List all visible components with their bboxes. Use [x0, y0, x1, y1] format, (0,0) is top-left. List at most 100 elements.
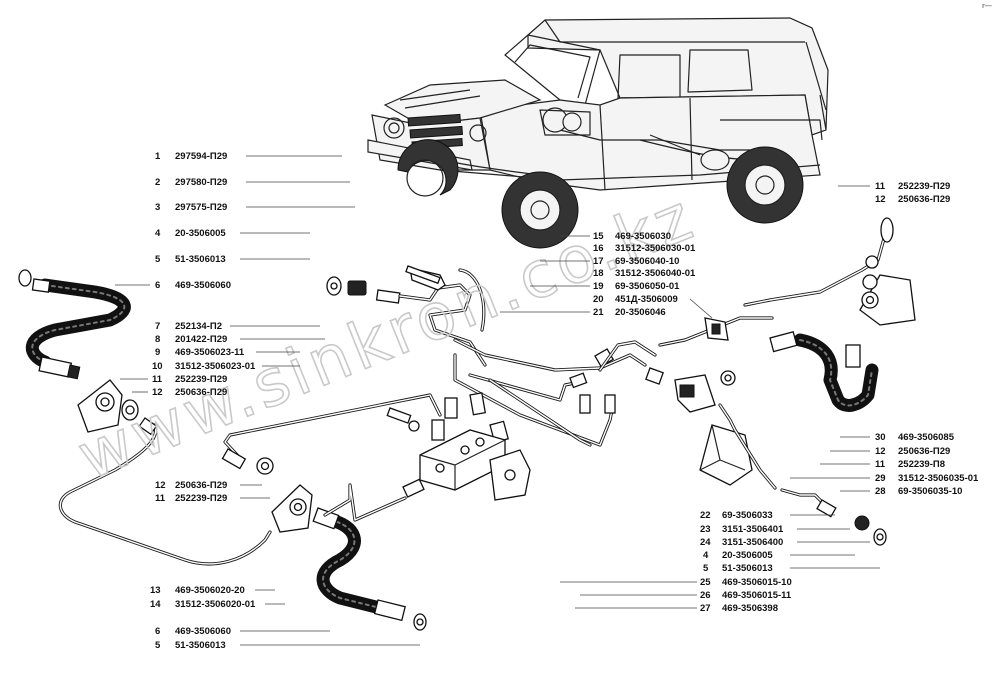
callout-28: 28 69-3506035-10 — [840, 486, 962, 497]
callout-11a: 11 252239-П29 — [120, 374, 227, 385]
callout-number: 4 — [155, 228, 161, 239]
brake-pipes-and-hoses — [18, 217, 916, 631]
callout-16: 16 31512-3506030-01 — [593, 243, 696, 254]
callout-11b: 11 252239-П29 — [155, 493, 270, 504]
callout-9: 9 469-3506023-11 — [155, 347, 300, 358]
callout-12b: 12 250636-П29 — [155, 480, 262, 491]
callout-number: 9 — [155, 347, 160, 358]
callout-number: 17 — [593, 256, 604, 267]
callout-5b: 5 51-3506013 — [155, 640, 420, 651]
callout-6b: 6 469-3506060 — [155, 626, 330, 637]
corner-mark: r— — [982, 3, 992, 10]
callout-number: 11 — [875, 459, 886, 470]
callout-number: 30 — [875, 432, 886, 443]
part-number-label: 469-3506398 — [722, 603, 778, 614]
callout-11d: 11 252239-П8 — [820, 459, 945, 470]
part-number-label: 469-3506060 — [175, 280, 231, 291]
part-number-label: 252239-П29 — [898, 181, 950, 192]
callout-number: 12 — [152, 387, 163, 398]
part-number-label: 252134-П2 — [175, 321, 222, 332]
callout-23: 23 3151-3506401 — [700, 524, 850, 535]
part-number-label: 252239-П29 — [175, 493, 227, 504]
callout-8: 8 201422-П29 — [155, 334, 325, 345]
callout-number: 24 — [700, 537, 711, 548]
callout-number: 18 — [593, 268, 604, 279]
part-number-label: 69-3506050-01 — [615, 281, 680, 292]
part-number-label: 3151-3506400 — [722, 537, 783, 548]
callout-1: 1 297594-П29 — [155, 151, 342, 162]
callout-12c: 12 250636-П29 — [875, 194, 950, 205]
part-number-label: 201422-П29 — [175, 334, 227, 345]
part-number-label: 469-3506023-11 — [175, 347, 245, 358]
callout-12a: 12 250636-П29 — [132, 387, 227, 398]
callout-3: 3 297575-П29 — [155, 202, 355, 213]
callout-18: 18 31512-3506040-01 — [593, 268, 696, 279]
part-number-label: 469-3506060 — [175, 626, 231, 637]
callouts-center: 15 469-3506030 16 31512-3506030-01 17 69… — [500, 231, 713, 319]
callout-6: 6 469-3506060 — [115, 280, 231, 291]
callout-29: 29 31512-3506035-01 — [790, 473, 979, 484]
callout-number: 28 — [875, 486, 886, 497]
part-number-label: 20-3506005 — [722, 550, 773, 561]
callout-20: 20 451Д-3506009 — [593, 294, 713, 319]
part-number-label: 297594-П29 — [175, 151, 227, 162]
part-number-label: 250636-П29 — [175, 387, 227, 398]
callouts-right: 11 252239-П29 12 250636-П29 30 469-35060… — [790, 181, 979, 497]
callout-number: 12 — [155, 480, 166, 491]
callout-21: 21 20-3506046 — [500, 307, 666, 318]
part-number-label: 69-3506035-10 — [898, 486, 962, 497]
rear-left-brake-hose — [316, 513, 387, 615]
callout-number: 29 — [875, 473, 886, 484]
callout-15: 15 469-3506030 — [560, 231, 671, 242]
callouts-bottom-right: 22 69-3506033 23 3151-3506401 24 3151-35… — [560, 510, 880, 614]
callout-4: 4 20-3506005 — [155, 228, 310, 239]
part-number-label: 252239-П8 — [898, 459, 945, 470]
part-number-label: 250636-П29 — [898, 194, 950, 205]
callout-number: 25 — [700, 577, 711, 588]
callout-27: 27 469-3506398 — [575, 603, 778, 614]
callout-number: 15 — [593, 231, 604, 242]
callout-17: 17 69-3506040-10 — [540, 256, 679, 267]
part-number-label: 250636-П29 — [898, 446, 950, 457]
callout-number: 12 — [875, 194, 886, 205]
part-number-label: 469-3506030 — [615, 231, 671, 242]
callout-number: 13 — [150, 585, 161, 596]
callout-12d: 12 250636-П29 — [830, 446, 950, 457]
callout-number: 26 — [700, 590, 711, 601]
callout-5c: 5 51-3506013 — [703, 563, 880, 574]
callout-13: 13 469-3506020-20 — [150, 585, 275, 596]
callout-number: 23 — [700, 524, 711, 535]
leader-line — [689, 298, 713, 319]
part-number-label: 51-3506013 — [175, 254, 226, 265]
callout-number: 11 — [875, 181, 886, 192]
part-number-label: 31512-3506020-01 — [175, 599, 256, 610]
part-number-label: 3151-3506401 — [722, 524, 784, 535]
callout-number: 5 — [155, 254, 161, 265]
callout-10: 10 31512-3506023-01 — [152, 361, 300, 372]
part-number-label: 469-3506015-10 — [722, 577, 792, 588]
callout-number: 7 — [155, 321, 160, 332]
part-number-label: 451Д-3506009 — [615, 294, 678, 305]
callout-number: 16 — [593, 243, 604, 254]
part-number-label: 469-3506015-11 — [722, 590, 792, 601]
part-number-label: 20-3506046 — [615, 307, 666, 318]
callout-number: 19 — [593, 281, 604, 292]
callout-number: 3 — [155, 202, 160, 213]
callout-number: 21 — [593, 307, 604, 318]
callout-number: 22 — [700, 510, 711, 521]
callout-number: 5 — [703, 563, 709, 574]
callout-24: 24 3151-3506400 — [700, 537, 870, 548]
part-number-label: 51-3506013 — [722, 563, 773, 574]
callouts-left: 1 297594-П29 2 297580-П29 3 297575-П29 4… — [115, 151, 420, 651]
callout-11c: 11 252239-П29 — [838, 181, 950, 192]
part-number-label: 69-3506033 — [722, 510, 773, 521]
callout-number: 11 — [152, 374, 163, 385]
callout-number: 11 — [155, 493, 166, 504]
callout-number: 27 — [700, 603, 711, 614]
callout-number: 20 — [593, 294, 604, 305]
callout-number: 5 — [155, 640, 161, 651]
part-number-label: 297575-П29 — [175, 202, 227, 213]
part-number-label: 469-3506085 — [898, 432, 955, 443]
callout-number: 6 — [155, 626, 160, 637]
